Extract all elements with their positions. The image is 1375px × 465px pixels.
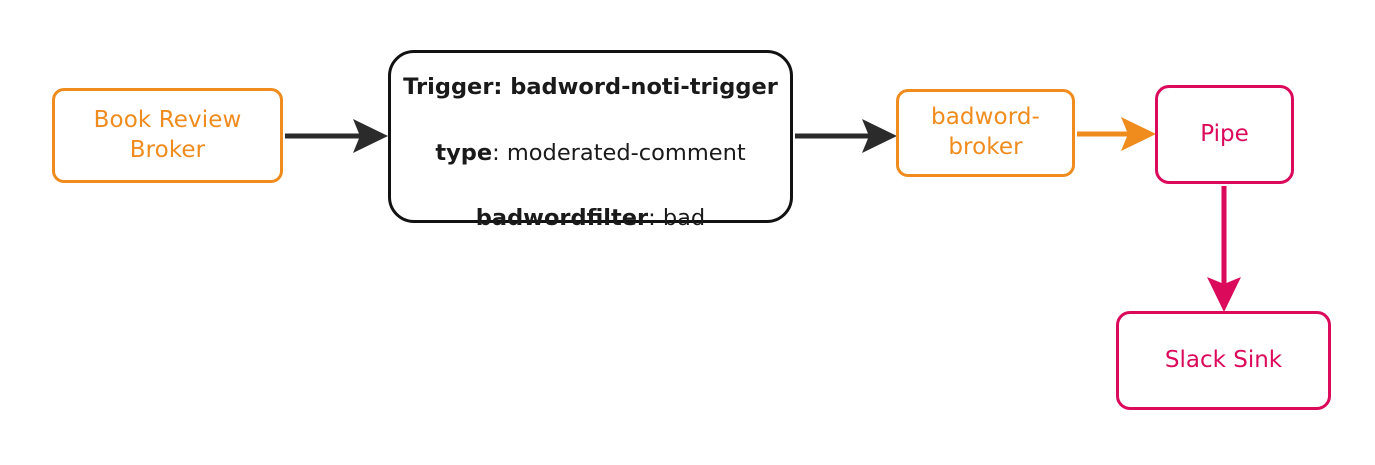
node-book-review-broker-label: Book Review Broker <box>93 106 242 163</box>
trigger-line-1: Trigger: badword-noti-trigger <box>403 74 778 101</box>
trigger-line-2-key: type <box>435 139 493 166</box>
node-slack-sink[interactable]: Slack Sink <box>1116 311 1331 410</box>
node-badword-broker-label: badword- broker <box>931 104 1040 160</box>
node-badword-broker[interactable]: badword- broker <box>896 89 1075 177</box>
trigger-line-2-value: : moderated-comment <box>492 139 746 166</box>
trigger-line-3-value: : bad <box>648 204 706 231</box>
trigger-line-3-key: badwordfilter <box>475 204 649 231</box>
node-book-review-broker[interactable]: Book Review Broker <box>52 88 283 183</box>
node-trigger[interactable]: Trigger: badword-noti-trigger type: mode… <box>388 50 793 231</box>
node-slack-sink-label: Slack Sink <box>1164 346 1283 373</box>
node-pipe-label: Pipe <box>1200 120 1249 147</box>
node-pipe[interactable]: Pipe <box>1155 85 1294 184</box>
node-trigger-label: Trigger: badword-noti-trigger type: mode… <box>403 39 778 235</box>
